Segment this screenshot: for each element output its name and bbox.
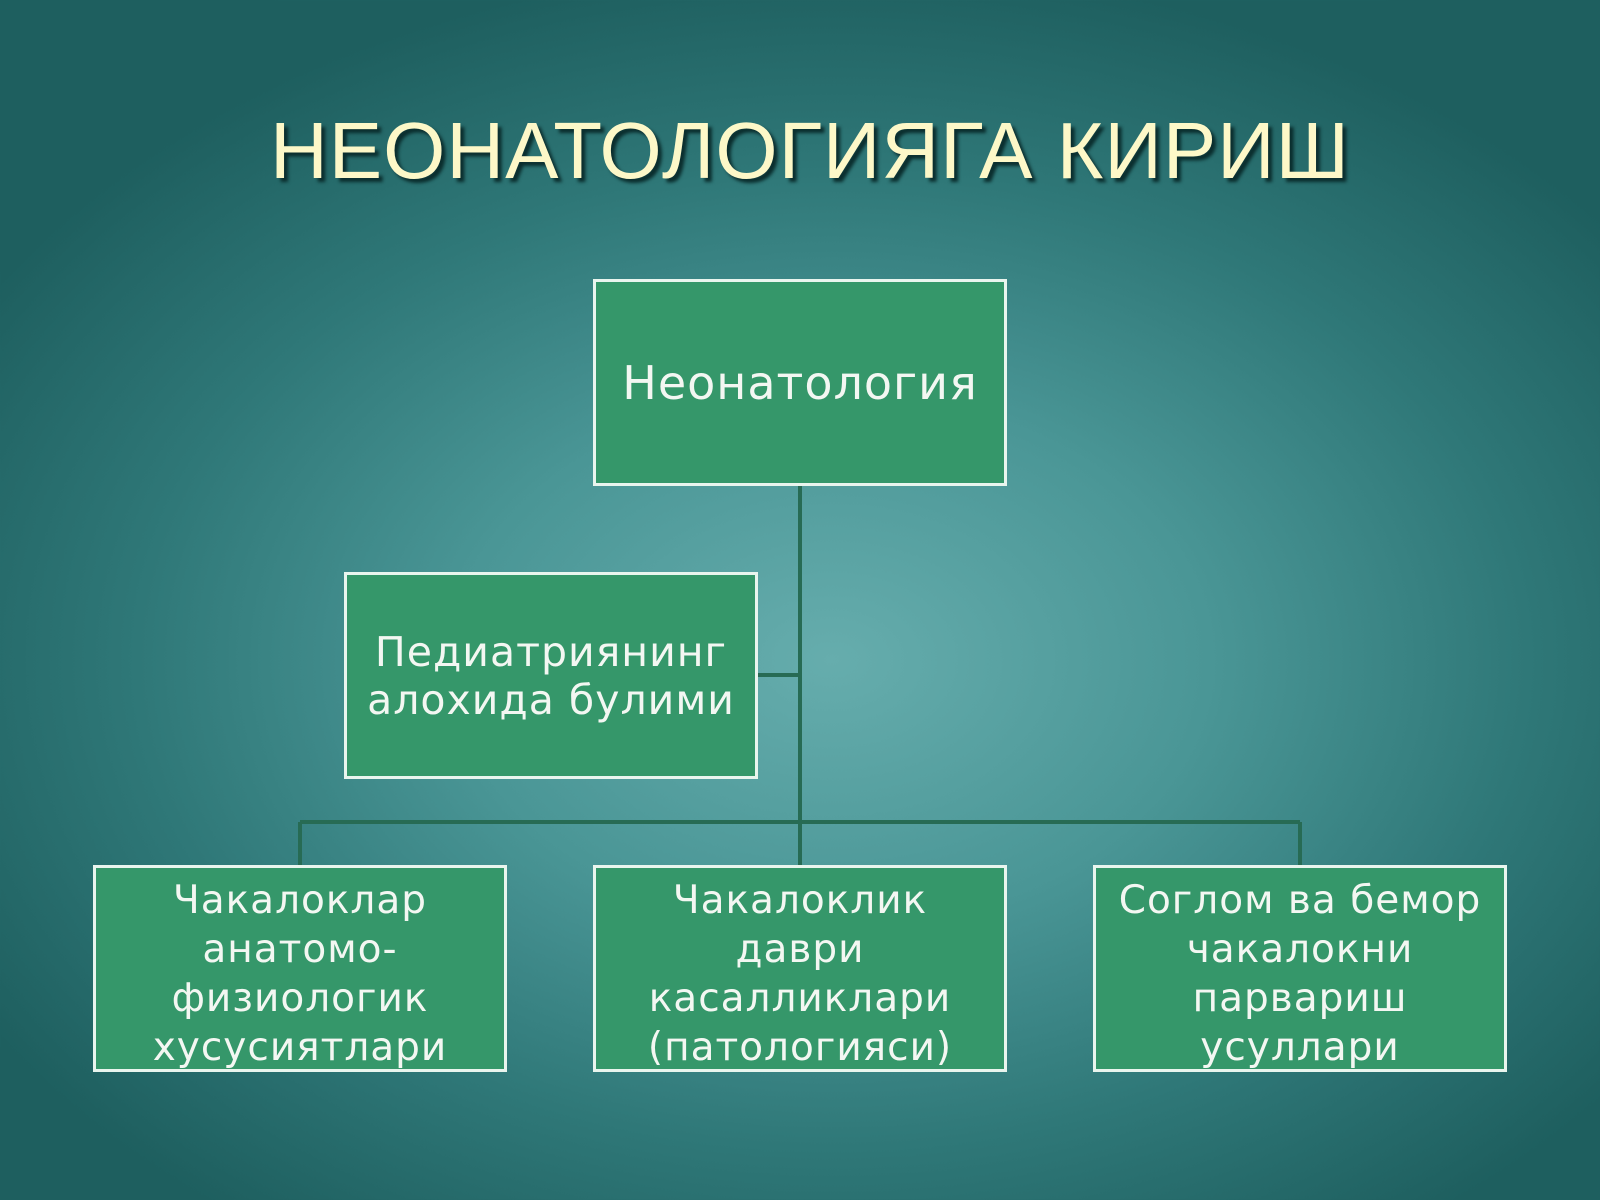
root-node-label: Неонатология [622, 355, 978, 410]
child-node-line: усуллари [1200, 1025, 1400, 1070]
child-node-line: парвариш [1192, 976, 1408, 1021]
child-node-line: (патологияси) [647, 1025, 953, 1070]
child-node-line: физиологик [171, 976, 429, 1021]
root-node: Неонатология [593, 279, 1007, 486]
child-node-line: хусусиятлари [152, 1025, 448, 1070]
assistant-node-line: алохида булими [367, 675, 735, 724]
child-node-line: даври [735, 927, 865, 972]
slide-title: НЕОНАТОЛОГИЯГА КИРИШ [270, 106, 1350, 195]
child-node-text: Соглом ва бемор чакалокни парвариш усулл… [1119, 876, 1482, 1072]
assistant-node-text: Педиатриянинг алохида булими [367, 628, 735, 724]
child-node-care-methods: Соглом ва бемор чакалокни парвариш усулл… [1093, 865, 1507, 1072]
child-node-line: анатомо- [202, 927, 398, 972]
child-node-pathology: Чакалоклик даври касалликлари (патология… [593, 865, 1007, 1072]
child-node-line: чакалокни [1186, 927, 1414, 972]
child-node-text: Чакалоклик даври касалликлари (патология… [648, 876, 952, 1072]
child-node-line: Соглом ва бемор [1118, 878, 1482, 923]
child-node-line: Чакалоклик [672, 878, 928, 923]
child-node-text: Чакалоклар анатомо- физиологик хусусиятл… [153, 876, 448, 1072]
assistant-node: Педиатриянинг алохида булими [344, 572, 758, 779]
child-node-line: касалликлари [648, 976, 952, 1021]
child-node-anatomy: Чакалоклар анатомо- физиологик хусусиятл… [93, 865, 507, 1072]
assistant-node-line: Педиатриянинг [374, 627, 728, 676]
child-node-line: Чакалоклар [172, 878, 428, 923]
